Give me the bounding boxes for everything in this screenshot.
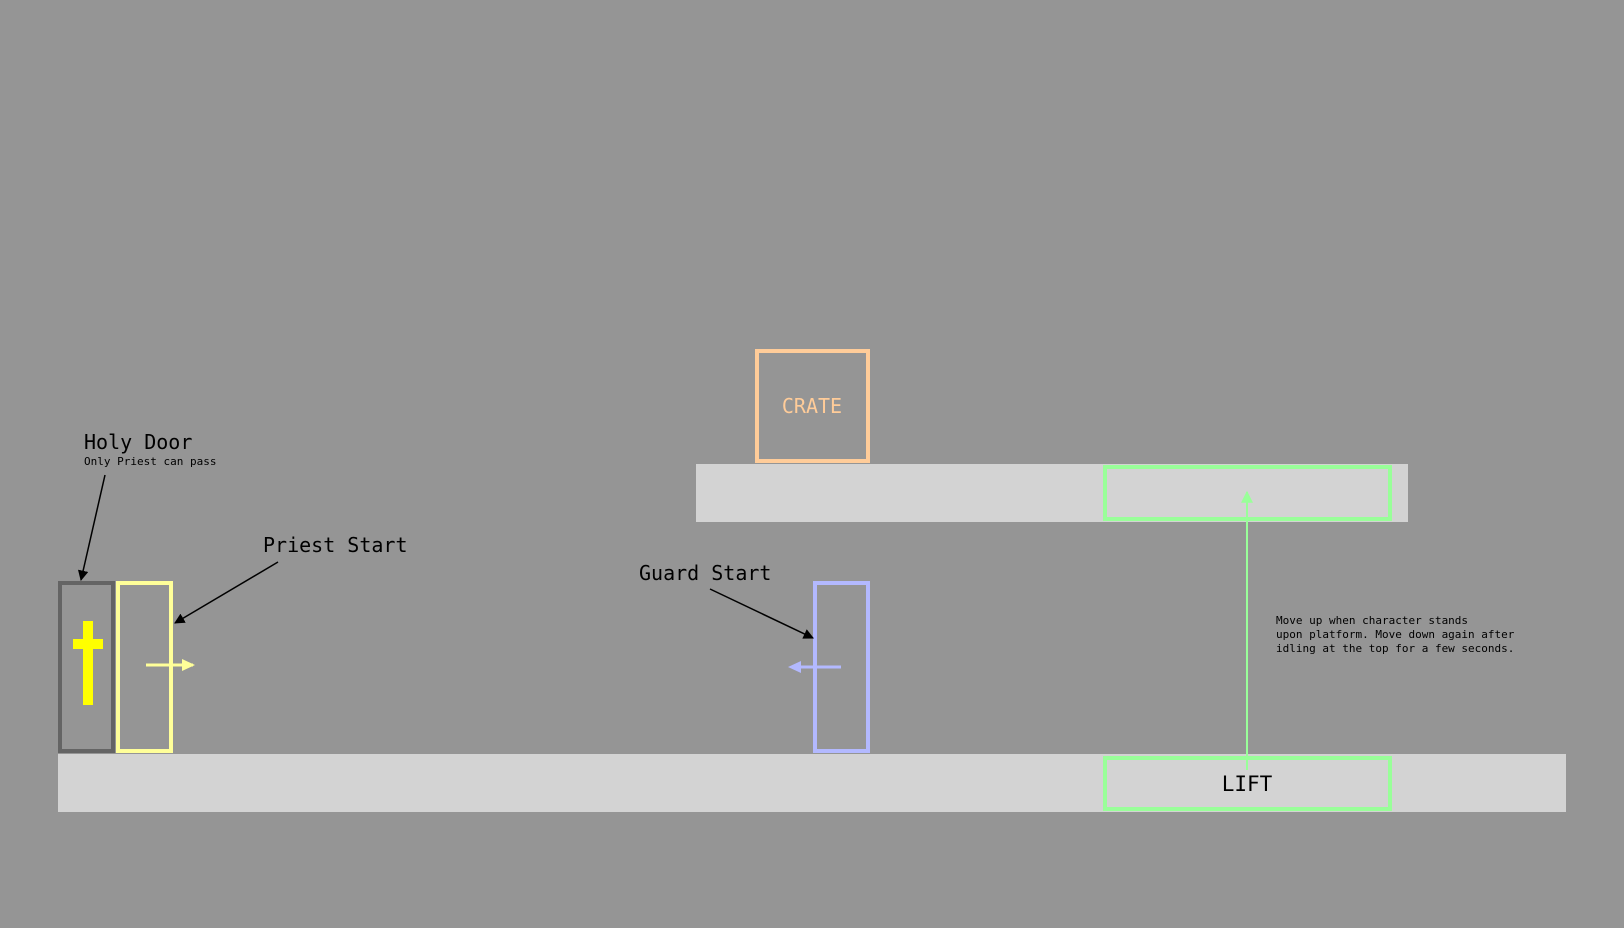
- holy-door-title: Holy Door: [84, 430, 192, 454]
- lift-note: Move up when character stands upon platf…: [1276, 614, 1515, 655]
- priest-start-pointer: [174, 561, 279, 624]
- guard-start-pointer: [709, 588, 814, 639]
- lift-note-line: upon platform. Move down again after: [1276, 628, 1515, 641]
- guard-start-label: Guard Start: [639, 561, 771, 585]
- ground-platform: [58, 754, 1566, 812]
- lift-note-line: idling at the top for a few seconds.: [1276, 642, 1514, 655]
- guard-start[interactable]: [788, 581, 870, 753]
- priest-start[interactable]: [116, 581, 195, 753]
- arrow-left-head: [788, 661, 801, 673]
- priest-spawn: [116, 581, 173, 753]
- lift-note-line: Move up when character stands: [1276, 614, 1468, 627]
- crate-box: [755, 349, 870, 463]
- holy-door-frame: [58, 581, 115, 753]
- crate[interactable]: CRATE: [755, 349, 870, 463]
- crate-label: CRATE: [782, 394, 842, 418]
- arrow-right-head: [182, 659, 195, 671]
- holy-door-subtitle: Only Priest can pass: [84, 455, 216, 468]
- lift-label: LIFT: [1222, 772, 1273, 796]
- upper-platform: [696, 464, 1408, 522]
- cross-icon: [73, 621, 103, 705]
- holy-door-pointer: [77, 474, 106, 582]
- holy-door[interactable]: [58, 581, 115, 753]
- priest-start-label: Priest Start: [263, 533, 408, 557]
